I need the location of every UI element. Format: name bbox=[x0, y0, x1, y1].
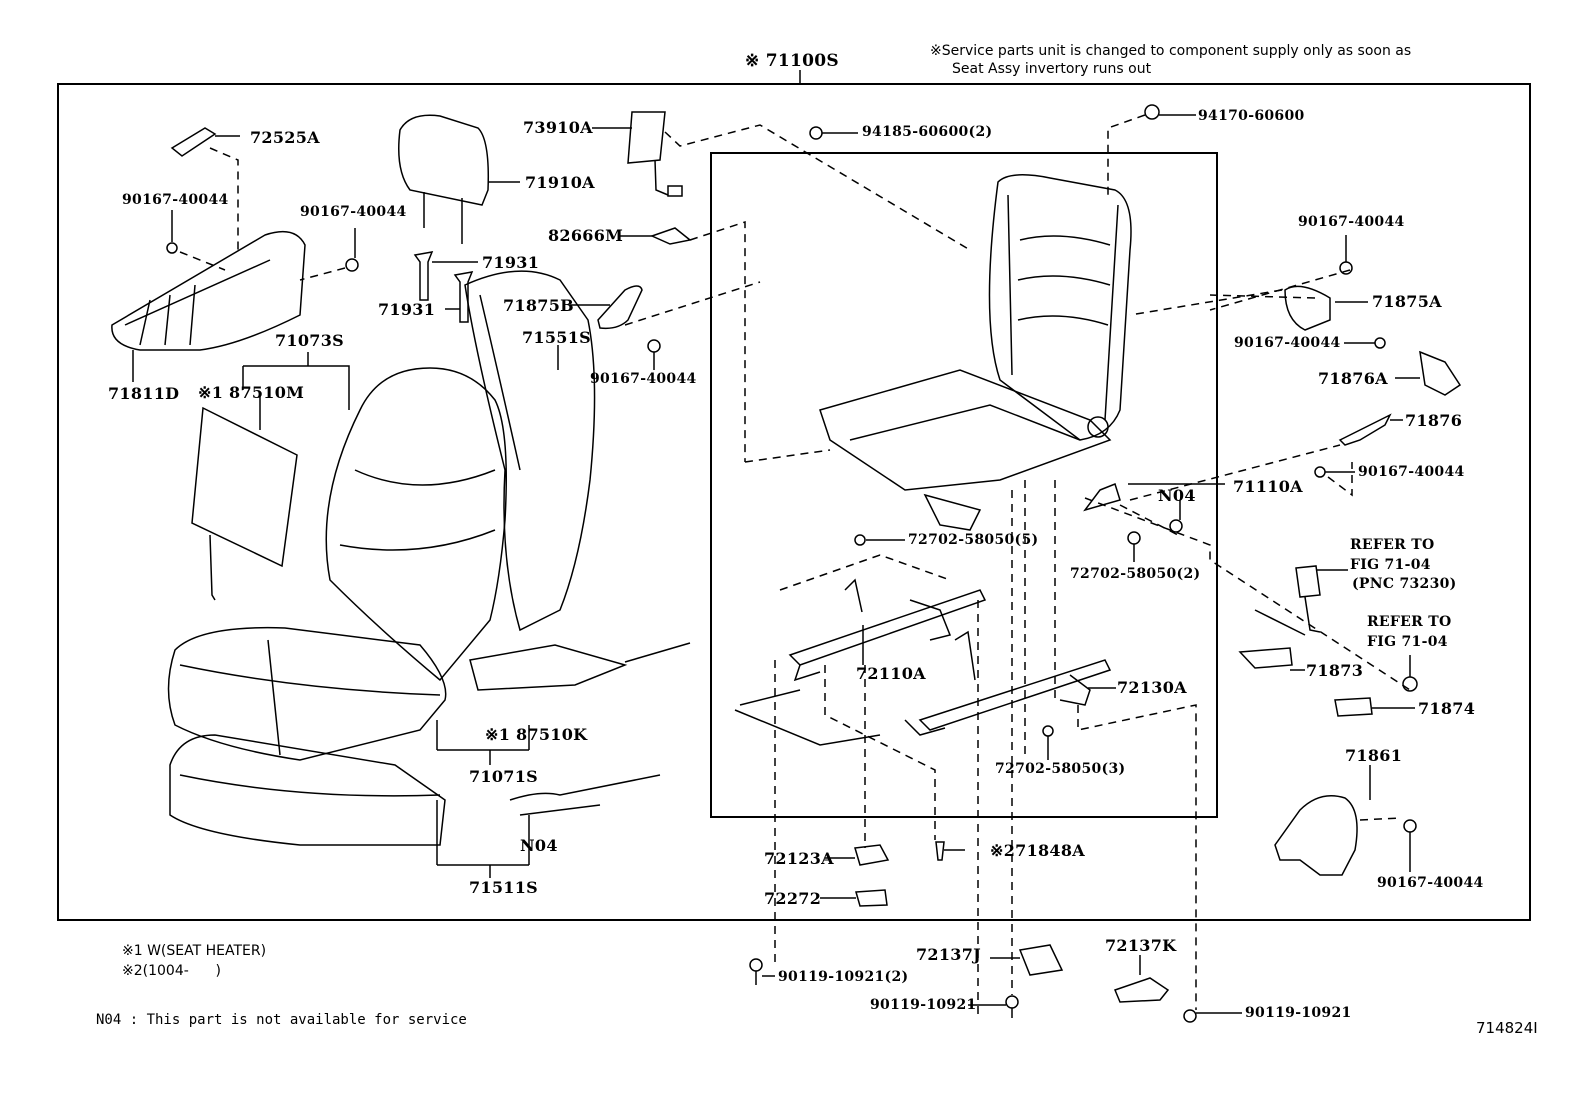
cushion-pad-71511S-shape bbox=[169, 734, 530, 878]
part-71873[interactable]: 71873 bbox=[1306, 661, 1364, 680]
lever-71876-shape bbox=[1338, 413, 1392, 446]
part-71073S[interactable]: 71073S bbox=[275, 331, 345, 350]
refer-to-fig-link[interactable]: FIG 71-04 bbox=[1367, 634, 1448, 650]
clip-72272-shape bbox=[855, 889, 888, 907]
wire-harness-shape bbox=[509, 774, 661, 816]
clip-71874-shape bbox=[1334, 697, 1373, 717]
part-72110A[interactable]: 72110A bbox=[856, 664, 926, 683]
part-71551S[interactable]: 71551S bbox=[522, 328, 592, 347]
clip-72123A-shape bbox=[854, 844, 890, 866]
part-72702-58050[interactable]: 72702-58050(3) bbox=[995, 761, 1126, 777]
part-90167-40044[interactable]: 90167-40044 bbox=[300, 204, 407, 220]
part-71861[interactable]: 71861 bbox=[1345, 746, 1403, 765]
bracket-n04-shape bbox=[1083, 483, 1121, 512]
seat-rail-72110A-shape bbox=[779, 554, 987, 682]
cover-72525A-shape bbox=[170, 127, 240, 255]
seat-frame-71110A-shape bbox=[819, 174, 1132, 531]
legend-date-note: ※2(1004- ) bbox=[122, 963, 221, 979]
headrest-71910A-shape bbox=[398, 114, 520, 323]
seat-cushion-cover-71071S-shape bbox=[167, 626, 530, 765]
part-71876A[interactable]: 71876A bbox=[1318, 369, 1388, 388]
assembly-part-label[interactable]: ※ 71100S bbox=[745, 51, 839, 71]
part-71931[interactable]: 71931 bbox=[378, 300, 436, 319]
part-N04[interactable]: N04 bbox=[520, 836, 558, 855]
part-72130A[interactable]: 72130A bbox=[1117, 678, 1187, 697]
cover-72137K-shape bbox=[1114, 977, 1170, 1003]
nut-94170-shape bbox=[1144, 104, 1160, 120]
part-72272[interactable]: 72272 bbox=[764, 889, 822, 908]
bracket-71875B-shape bbox=[597, 285, 643, 330]
part-94185-60600[interactable]: 94185-60600(2) bbox=[862, 124, 993, 140]
part-71811D[interactable]: 71811D bbox=[108, 384, 180, 403]
part-90119-10921[interactable]: 90119-10921 bbox=[870, 997, 977, 1013]
part-94170-60600[interactable]: 94170-60600 bbox=[1198, 108, 1305, 124]
seatbelt-buckle-shape bbox=[1295, 565, 1321, 633]
service-note-line1: ※Service parts unit is changed to compon… bbox=[930, 43, 1412, 59]
part-71875A[interactable]: 71875A bbox=[1372, 292, 1442, 311]
part-71511S[interactable]: 71511S bbox=[469, 878, 539, 897]
clip-82666M-shape bbox=[649, 227, 692, 245]
part-71910A[interactable]: 71910A bbox=[525, 173, 595, 192]
part-90119-10921[interactable]: 90119-10921(2) bbox=[778, 969, 909, 985]
nut-94185-shape bbox=[809, 126, 823, 140]
part-87510K[interactable]: ※1 87510K bbox=[485, 725, 588, 744]
part-72123A[interactable]: 72123A bbox=[764, 849, 834, 868]
main-diagram-frame bbox=[57, 83, 1531, 921]
part-90167-40044[interactable]: 90167-40044 bbox=[1377, 875, 1484, 891]
part-90167-40044[interactable]: 90167-40044 bbox=[1298, 214, 1405, 230]
cover-71861-shape bbox=[1274, 765, 1417, 876]
part-72702-58050[interactable]: 72702-58050(5) bbox=[908, 532, 1039, 548]
part-72137J[interactable]: 72137J bbox=[916, 945, 982, 964]
part-71875B[interactable]: 71875B bbox=[503, 296, 574, 315]
bracket-71875A-shape bbox=[1284, 285, 1331, 331]
part-73910A[interactable]: 73910A bbox=[523, 118, 593, 137]
part-71071S[interactable]: 71071S bbox=[469, 767, 539, 786]
part-90167-40044[interactable]: 90167-40044 bbox=[1234, 335, 1341, 351]
refer-to-fig-link[interactable]: FIG 71-04 bbox=[1350, 557, 1431, 573]
refer-to-fig-label: REFER TO bbox=[1367, 614, 1452, 630]
heater-cushion-87510K-shape bbox=[469, 644, 628, 691]
service-note-line2: Seat Assy invertory runs out bbox=[952, 61, 1152, 77]
part-N04[interactable]: N04 bbox=[1158, 486, 1196, 505]
n04-availability-note: N04 : This part is not available for ser… bbox=[96, 1012, 467, 1028]
part-90119-10921[interactable]: 90119-10921 bbox=[1245, 1005, 1352, 1021]
seat-frame-subassembly-box bbox=[710, 152, 1218, 818]
part-82666M[interactable]: 82666M bbox=[548, 226, 624, 245]
part-90167-40044[interactable]: 90167-40044 bbox=[1358, 464, 1465, 480]
part-72525A[interactable]: 72525A bbox=[250, 128, 320, 147]
part-90167-40044[interactable]: 90167-40044 bbox=[590, 371, 697, 387]
bracket-71876A-shape bbox=[1419, 350, 1462, 396]
rail-wire-shape bbox=[734, 689, 881, 746]
heater-back-87510M-shape bbox=[191, 395, 298, 601]
legend-seat-heater-note: ※1 W(SEAT HEATER) bbox=[122, 943, 267, 959]
refer-pnc-label: (PNC 73230) bbox=[1352, 576, 1457, 592]
airbag-module-73910A-shape bbox=[592, 111, 971, 251]
part-71931[interactable]: 71931 bbox=[482, 253, 540, 272]
side-cover-71811D-shape bbox=[111, 210, 359, 382]
figure-id: 714824I bbox=[1476, 1019, 1538, 1037]
part-71848A[interactable]: ※271848A bbox=[990, 841, 1086, 860]
refer-to-fig-label: REFER TO bbox=[1350, 537, 1435, 553]
part-72137K[interactable]: 72137K bbox=[1105, 936, 1177, 955]
seatback-pad-71551S-shape bbox=[464, 270, 596, 632]
pin-71848A-shape bbox=[935, 841, 945, 861]
part-87510M[interactable]: ※1 87510M bbox=[198, 383, 305, 402]
seat-rail-72130A-shape bbox=[904, 630, 1116, 736]
seatback-cover-71073S-shape bbox=[242, 352, 507, 682]
part-71876[interactable]: 71876 bbox=[1405, 411, 1463, 430]
part-71110A[interactable]: 71110A bbox=[1233, 477, 1303, 496]
nut-refer-fig-shape bbox=[1402, 676, 1418, 692]
clip-71873-shape bbox=[1238, 647, 1293, 669]
cover-72137J-shape bbox=[1018, 944, 1064, 976]
part-72702-58050[interactable]: 72702-58050(2) bbox=[1070, 566, 1201, 582]
part-90167-40044[interactable]: 90167-40044 bbox=[122, 192, 229, 208]
part-71874[interactable]: 71874 bbox=[1418, 699, 1476, 718]
